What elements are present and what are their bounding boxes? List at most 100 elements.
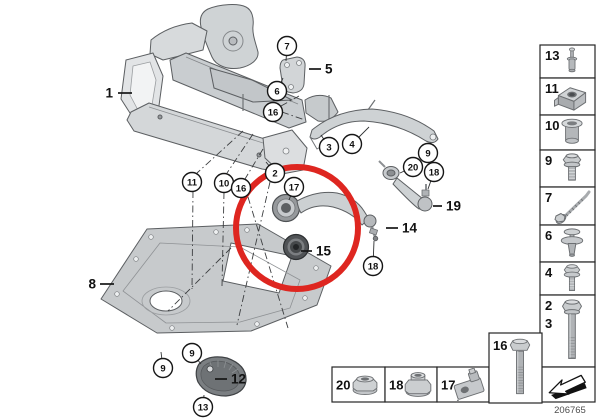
part-label-1[interactable]: 1 xyxy=(105,86,132,101)
wishbone-bushing-core xyxy=(386,169,396,177)
callout-number: 17 xyxy=(289,182,300,193)
callout-9[interactable]: 9 xyxy=(152,357,174,379)
legend-box-16[interactable]: 16 xyxy=(488,332,543,404)
callout-circle[interactable] xyxy=(181,171,203,193)
legend-number: 2 xyxy=(545,298,552,313)
callout-circle[interactable] xyxy=(341,133,363,155)
legend-number: 18 xyxy=(389,378,403,393)
callout-circle[interactable] xyxy=(262,101,284,123)
part-number: 5 xyxy=(325,62,333,77)
callout-17[interactable]: 17 xyxy=(283,176,305,198)
legend-box-9[interactable]: 9 xyxy=(539,149,596,188)
callout-number: 18 xyxy=(429,167,440,178)
callout-circle[interactable] xyxy=(152,357,174,379)
tension-strut-part-14 xyxy=(271,191,379,242)
callout-circle[interactable] xyxy=(192,396,214,418)
part-label-14[interactable]: 14 xyxy=(386,221,418,236)
callout-number: 10 xyxy=(219,178,230,189)
legend-number: 7 xyxy=(545,190,552,205)
dashdot-leader-line xyxy=(247,196,289,329)
bracket-hole xyxy=(288,84,294,90)
legend-box-2-3[interactable]: 23 xyxy=(539,294,596,368)
callout-4[interactable]: 4 xyxy=(341,133,363,155)
callout-number: 2 xyxy=(272,168,277,179)
legend-box-arrow[interactable] xyxy=(539,366,596,403)
callout-number: 11 xyxy=(187,177,198,188)
front-axle-support xyxy=(120,4,339,175)
legend-box-frame[interactable] xyxy=(488,332,543,404)
wishbone-part-19 xyxy=(378,160,433,212)
callout-circle[interactable] xyxy=(402,156,424,178)
guard-ribs xyxy=(209,360,239,374)
callout-circle[interactable] xyxy=(276,35,298,57)
part-label-8[interactable]: 8 xyxy=(88,277,114,292)
callout-number: 13 xyxy=(198,402,209,413)
callout-circle[interactable] xyxy=(362,255,384,277)
flange-nut-icon xyxy=(352,375,378,396)
legend-number: 17 xyxy=(441,378,455,393)
legend-box-13[interactable]: 13 xyxy=(539,44,596,79)
callout-13[interactable]: 13 xyxy=(192,396,214,418)
callout-20[interactable]: 20 xyxy=(402,156,424,178)
dashdot-leader-line xyxy=(191,190,194,290)
part-label-19[interactable]: 19 xyxy=(433,199,461,214)
plate-bolt-holes xyxy=(114,227,319,331)
legend-number: 6 xyxy=(545,228,552,243)
legend-box-6[interactable]: 6 xyxy=(539,224,596,263)
callout-circle[interactable] xyxy=(423,161,445,183)
callout-2[interactable]: 2 xyxy=(264,162,286,184)
part-label-5[interactable]: 5 xyxy=(309,62,333,77)
legend-box-frame[interactable] xyxy=(539,186,596,226)
bolt-dot xyxy=(157,114,163,120)
legend-number: 10 xyxy=(545,118,559,133)
legend-box-17[interactable]: 17 xyxy=(436,366,490,403)
mount-boss xyxy=(222,30,244,52)
callout-circle[interactable] xyxy=(283,176,305,198)
callout-circle[interactable] xyxy=(264,162,286,184)
callout-11[interactable]: 11 xyxy=(181,171,203,193)
strut-balljoint xyxy=(363,214,377,228)
legend-box-10[interactable]: 10 xyxy=(539,114,596,151)
legend-box-4[interactable]: 4 xyxy=(539,261,596,296)
plate-recess-ring xyxy=(141,286,191,316)
callout-10[interactable]: 10 xyxy=(213,172,235,194)
callout-circle[interactable] xyxy=(417,142,439,164)
dashdot-leader-line xyxy=(244,148,264,180)
callout-18[interactable]: 18 xyxy=(362,255,384,277)
plate-hole xyxy=(169,325,175,331)
bracket-hole xyxy=(296,60,302,66)
callout-16[interactable]: 16 xyxy=(230,177,252,199)
legend-box-18[interactable]: 18 xyxy=(384,366,438,403)
part-number: 1 xyxy=(105,86,113,101)
callout-18[interactable]: 18 xyxy=(423,161,445,183)
callout-9[interactable]: 9 xyxy=(181,342,203,364)
part-label-15[interactable]: 15 xyxy=(301,244,332,259)
callout-16[interactable]: 16 xyxy=(262,101,284,123)
legend-box-11[interactable]: 11 xyxy=(539,77,596,116)
mount-core xyxy=(293,244,299,250)
callout-circle[interactable] xyxy=(318,136,340,158)
part-number: 14 xyxy=(402,221,418,236)
part-label-12[interactable]: 12 xyxy=(215,372,246,387)
callout-circle[interactable] xyxy=(230,177,252,199)
callout-circle[interactable] xyxy=(266,80,288,102)
callout-number: 6 xyxy=(274,86,279,97)
plate-hole xyxy=(133,256,139,262)
part-number: 19 xyxy=(446,199,461,214)
dashdot-leader-line xyxy=(196,130,244,174)
callout-9[interactable]: 9 xyxy=(417,142,439,164)
legend-number: 11 xyxy=(545,81,559,96)
callout-number: 3 xyxy=(326,142,331,153)
bracket-hole xyxy=(284,62,290,68)
plate-hole xyxy=(114,291,120,297)
callout-3[interactable]: 3 xyxy=(318,136,340,158)
dashdot-leader-line xyxy=(281,111,306,121)
callout-6[interactable]: 6 xyxy=(266,80,288,102)
callout-7[interactable]: 7 xyxy=(276,35,298,57)
callout-circle[interactable] xyxy=(181,342,203,364)
legend-box-20[interactable]: 20 xyxy=(331,366,386,403)
legend-box-7[interactable]: 7 xyxy=(539,186,596,226)
callout-number: 9 xyxy=(425,148,430,159)
